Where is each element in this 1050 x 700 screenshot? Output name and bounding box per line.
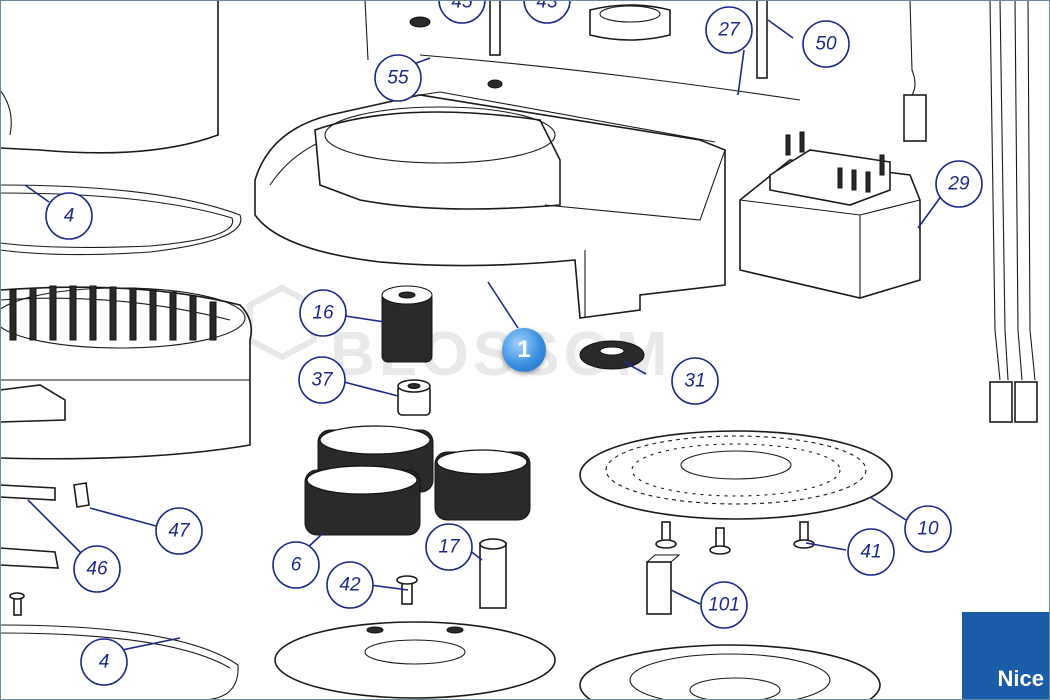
callout-label: 55 (387, 68, 409, 89)
bushing-part (397, 379, 431, 416)
ring-gear-teeth (9, 285, 217, 341)
callout-50: 50 (802, 20, 850, 68)
callout-label: 4 (99, 652, 110, 673)
callout-label: 43 (536, 0, 558, 13)
callout-label: 42 (339, 575, 361, 596)
callout-10: 10 (904, 505, 952, 553)
transformer-pins (785, 131, 885, 193)
cable-bundle-part (989, 0, 1038, 423)
callout-4-top: 4 (45, 192, 93, 240)
callout-label: 4 (64, 206, 75, 227)
motor-housing-part (0, 0, 219, 154)
shaft-part (479, 538, 507, 609)
callout-label: 10 (917, 519, 939, 540)
gearbox-housing-part (254, 91, 726, 319)
callout-label: 45 (451, 0, 473, 13)
callout-label: 29 (947, 174, 970, 195)
callout-label: 27 (717, 20, 741, 41)
callout-42: 42 (326, 561, 374, 609)
o-ring-seal-top (0, 184, 242, 256)
callout-47: 47 (155, 507, 203, 555)
callout-label: 17 (438, 537, 461, 558)
callout-6: 6 (272, 541, 320, 589)
callout-label: 50 (815, 34, 837, 55)
bottom-disk-parts (274, 621, 881, 700)
callout-label: 41 (860, 542, 881, 563)
o-ring-seal-bottom (0, 624, 239, 700)
callout-37: 37 (298, 356, 346, 404)
callout-17: 17 (425, 523, 473, 571)
callout-46: 46 (73, 545, 121, 593)
callout-label: 46 (86, 559, 108, 580)
screws-part (9, 521, 815, 616)
callout-55: 55 (374, 54, 422, 102)
ring-gear-part (0, 285, 253, 460)
top-small-parts (364, 0, 927, 142)
callout-label: 47 (168, 521, 191, 542)
callout-4-bottom: 4 (80, 638, 128, 686)
callout-45: 45 (438, 0, 486, 24)
callout-16: 16 (299, 289, 347, 337)
callout-label: 6 (291, 555, 302, 576)
callout-41: 41 (847, 528, 895, 576)
part-hotspot-1[interactable]: 1 (502, 328, 546, 372)
planetary-gears-part (304, 425, 531, 536)
transformer-part (739, 131, 921, 299)
encoder-disk-part (579, 430, 893, 520)
callout-label: 101 (708, 595, 740, 616)
callout-31: 31 (671, 357, 719, 405)
callout-29: 29 (935, 160, 983, 208)
callout-101: 101 (700, 581, 748, 629)
magnet-part (646, 554, 681, 615)
callout-27: 27 (705, 6, 753, 54)
brand-logo-text: Nice (997, 666, 1044, 691)
callout-label: 16 (312, 303, 334, 324)
callout-label: 31 (684, 371, 705, 392)
callout-label: 37 (311, 370, 334, 391)
washer-part (579, 340, 645, 370)
brand-logo: Nice (962, 612, 1050, 700)
leader-lines (24, 19, 943, 651)
pinion-gear-part (381, 285, 433, 363)
key-parts (0, 482, 90, 569)
callout-43: 43 (523, 0, 571, 24)
